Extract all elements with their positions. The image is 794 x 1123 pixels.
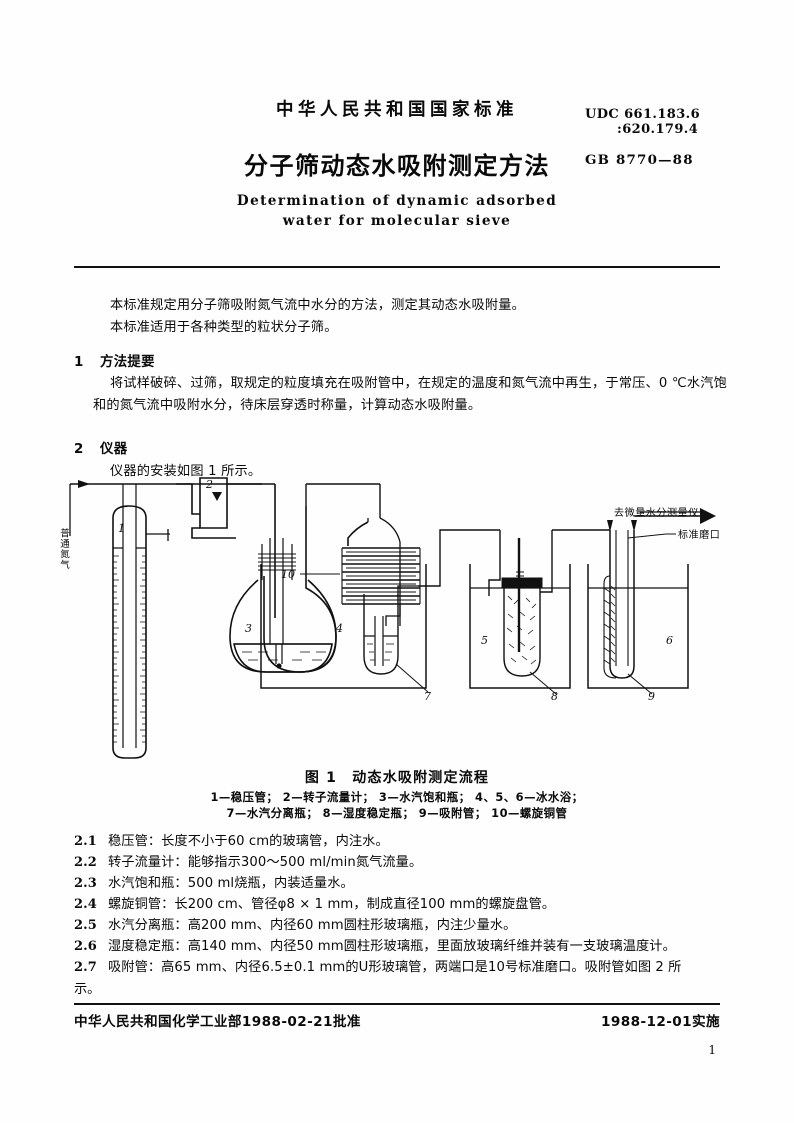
clause-2-2-text: 转子流量计：能够指示300～500 ml/min氮气流量。 <box>108 855 423 870</box>
clause-2-1: 2.1 稳压管：长度不小于60 cm的玻璃管，内注水。 <box>74 831 734 852</box>
clause-2-3-text: 水汽饱和瓶：500 ml烧瓶，内装适量水。 <box>108 876 354 891</box>
page-number: 1 <box>708 1043 716 1057</box>
clause-2-5: 2.5 水汽分离瓶：高200 mm、内径60 mm圆柱形玻璃瓶，内注少量水。 <box>74 915 734 936</box>
figure-1-caption: 图 1 动态水吸附测定流程 <box>304 770 490 786</box>
clause-2-7-number: 2.7 <box>74 960 97 975</box>
clause-2-5-text: 水汽分离瓶：高200 mm、内径60 mm圆柱形玻璃瓶，内注少量水。 <box>108 918 517 933</box>
callout-6: 6 <box>666 634 673 647</box>
page-title: 分子筛动态水吸附测定方法 <box>244 152 550 180</box>
national-standard-heading: 中华人民共和国国家标准 <box>276 100 518 120</box>
clause-2-7-text: 吸附管：高65 mm、内径6.5±0.1 mm的U形玻璃管，两端口是10号标准磨… <box>108 960 682 975</box>
callout-2: 2 <box>205 478 213 491</box>
clause-2-4-number: 2.4 <box>74 897 97 912</box>
clause-2-6: 2.6 湿度稳定瓶：高140 mm、内径50 mm圆柱形玻璃瓶，里面放玻璃纤维并装… <box>74 936 734 957</box>
udc-classification: UDC 661.183.6 :620.179.4 <box>585 107 700 137</box>
scope-paragraph-1: 本标准规定用分子筛吸附氮气流中水分的方法，测定其动态水吸附量。 <box>110 298 526 313</box>
figure-label-ground-joint: 标准磨口 <box>678 530 721 541</box>
clause-2-3: 2.3 水汽饱和瓶：500 ml烧瓶，内装适量水。 <box>74 873 734 894</box>
callout-4: 4 <box>335 622 343 635</box>
scope-paragraph-2: 本标准适用于各种类型的粒状分子筛。 <box>110 320 338 335</box>
clause-2-1-number: 2.1 <box>74 834 97 849</box>
clause-2-7: 2.7 吸附管：高65 mm、内径6.5±0.1 mm的U形玻璃管，两端口是10号… <box>74 957 734 978</box>
figure-1-key-line-2: 7—水汽分离瓶； 8—湿度稳定瓶； 9—吸附管； 10—螺旋铜管 <box>226 806 568 820</box>
english-title: Determination of dynamic adsorbed water … <box>0 191 794 231</box>
callout-8: 8 <box>551 690 558 703</box>
clause-2-2: 2.2 转子流量计：能够指示300～500 ml/min氮气流量。 <box>74 852 734 873</box>
udc-line-2: :620.179.4 <box>617 122 699 137</box>
english-title-line1: Determination of dynamic adsorbed <box>236 193 558 209</box>
clause-2-7-continuation: 示。 <box>74 982 101 997</box>
clause-2-4: 2.4 螺旋铜管：长200 cm、管径φ8 × 1 mm，制成直径100 mm的螺… <box>74 894 734 915</box>
section-1-number: 1 <box>74 355 84 370</box>
figure-label-outlet: 去微量水分测量仪 <box>614 508 699 519</box>
figure-1-key-line-1: 1—稳压管； 2—转子流量计； 3—水汽饱和瓶； 4、5、6—冰水浴； <box>210 790 584 804</box>
section-2-heading: 2 仪器 <box>74 437 127 457</box>
clause-2-2-number: 2.2 <box>74 855 97 870</box>
figure-1-apparatus-diagram: 1 2 3 4 5 6 7 8 9 10 普通氮气 去微量水分测量仪 标准磨口 <box>0 476 794 766</box>
header-divider-rule <box>74 266 720 269</box>
udc-line-1: UDC 661.183.6 <box>585 107 701 122</box>
implementation-date: 1988-12-01实施 <box>601 1014 720 1030</box>
apparatus-schematic: 1 2 3 4 5 6 7 8 9 10 <box>69 477 716 759</box>
approval-statement: 中华人民共和国化学工业部1988-02-21批准 <box>74 1014 361 1030</box>
callout-5: 5 <box>481 634 488 647</box>
english-title-line2: water for molecular sieve <box>282 213 512 229</box>
section-2-title: 仪器 <box>100 442 128 457</box>
section-1-heading: 1 方法提要 <box>74 350 155 370</box>
section-2-number: 2 <box>74 442 84 457</box>
footer-divider-rule <box>74 1003 720 1006</box>
clause-2-1-text: 稳压管：长度不小于60 cm的玻璃管，内注水。 <box>108 834 389 849</box>
callout-9: 9 <box>648 690 655 703</box>
clause-2-5-number: 2.5 <box>74 918 97 933</box>
callout-3: 3 <box>245 622 252 635</box>
callout-10: 10 <box>281 568 295 581</box>
clause-2-4-text: 螺旋铜管：长200 cm、管径φ8 × 1 mm，制成直径100 mm的螺旋盘管… <box>108 897 556 912</box>
section-1-title: 方法提要 <box>100 355 155 370</box>
clause-2-3-number: 2.3 <box>74 876 97 891</box>
callout-1: 1 <box>118 522 125 535</box>
clause-2-6-text: 湿度稳定瓶：高140 mm、内径50 mm圆柱形玻璃瓶，里面放玻璃纤维并装有一支… <box>108 939 676 954</box>
clause-2-6-number: 2.6 <box>74 939 97 954</box>
section-2-body: 仪器的安装如图 1 所示。 <box>110 464 262 479</box>
figure-label-inlet: 普通氮气 <box>58 528 69 570</box>
standard-number: GB 8770—88 <box>585 152 694 168</box>
section-1-body: 将试样破碎、过筛，取规定的粒度填充在吸附管中，在规定的温度和氮气流中再生，于常压… <box>93 376 728 413</box>
callout-7: 7 <box>424 690 431 703</box>
